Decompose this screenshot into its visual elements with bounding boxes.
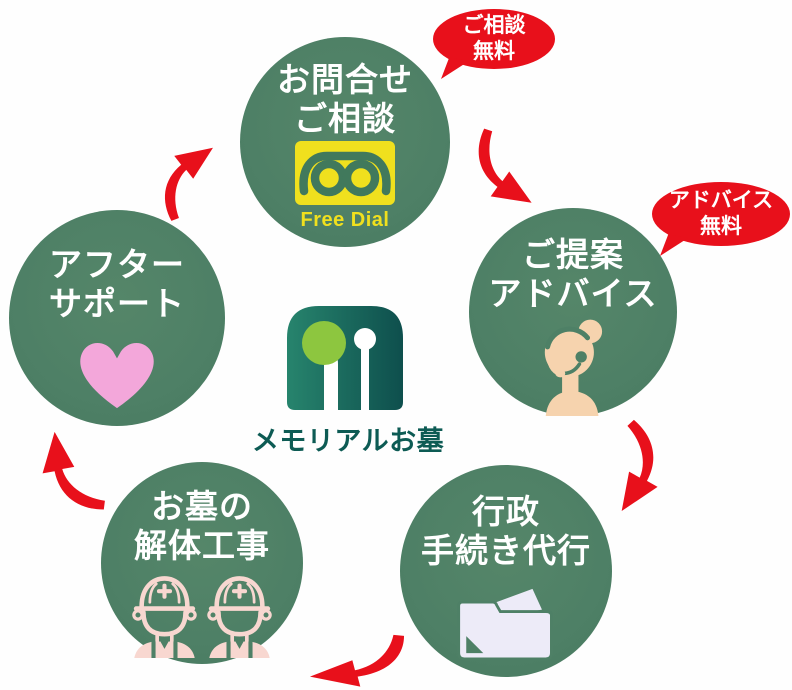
step-title-contact: お問合せ ご相談 xyxy=(277,61,413,139)
free-badge-consultation: ご相談 無料 xyxy=(433,9,555,79)
step-title-line: お墓の xyxy=(151,488,253,525)
step-title-after-support: アフター サポート xyxy=(49,246,185,324)
step-title-line: アドバイス xyxy=(488,274,658,312)
flow-arrow-demolition-to-after xyxy=(42,431,105,510)
heart-icon xyxy=(72,324,162,412)
step-title-admin: 行政 手続き代行 xyxy=(421,493,591,571)
badge-line: 無料 xyxy=(700,215,742,238)
operator-headset-icon xyxy=(527,314,619,416)
step-title-line: ご提案 xyxy=(521,236,624,273)
step-circle-contact: お問合せ ご相談 Free Dial xyxy=(240,37,450,247)
step-title-demolition: お墓の 解体工事 xyxy=(134,488,270,566)
step-circle-after-support: アフター サポート xyxy=(9,210,225,426)
step-title-line: ご相談 xyxy=(294,99,396,137)
documents-folder-icon xyxy=(453,571,559,661)
flow-arrow-after-to-contact xyxy=(165,147,213,221)
step-title-line: 解体工事 xyxy=(134,526,270,564)
free-badge-advice: アドバイス 無料 xyxy=(652,182,790,256)
brand-logo-m-icon xyxy=(287,306,403,410)
flow-arrow-contact-to-proposal xyxy=(478,128,532,203)
brand-logo-text: メモリアルお墓 xyxy=(251,426,445,456)
speech-bubble-tail xyxy=(441,57,469,79)
step-title-line: 手続き代行 xyxy=(421,531,591,569)
free-dial-icon: Free Dial xyxy=(293,139,397,232)
flow-arrow-admin-to-demolition xyxy=(309,634,405,687)
flow-arrow-proposal-to-admin xyxy=(621,419,658,512)
step-circle-admin-procedures: 行政 手続き代行 xyxy=(400,465,612,677)
construction-workers-icon xyxy=(132,566,272,658)
step-title-line: 行政 xyxy=(472,493,540,530)
badge-line: ご相談 xyxy=(462,14,526,38)
badge-line: アドバイス xyxy=(668,189,774,213)
step-circle-demolition: お墓の 解体工事 xyxy=(101,462,303,664)
step-title-line: サポート xyxy=(49,284,185,322)
speech-bubble-tail xyxy=(660,234,688,256)
free-dial-caption: Free Dial xyxy=(300,208,390,231)
step-circle-proposal: ご提案 アドバイス xyxy=(469,208,677,416)
step-title-proposal: ご提案 アドバイス xyxy=(488,236,657,314)
badge-line: 無料 xyxy=(473,40,515,63)
free-dial-symbol xyxy=(295,140,395,205)
step-title-line: アフター xyxy=(49,246,185,283)
step-title-line: お問合せ xyxy=(277,61,413,98)
